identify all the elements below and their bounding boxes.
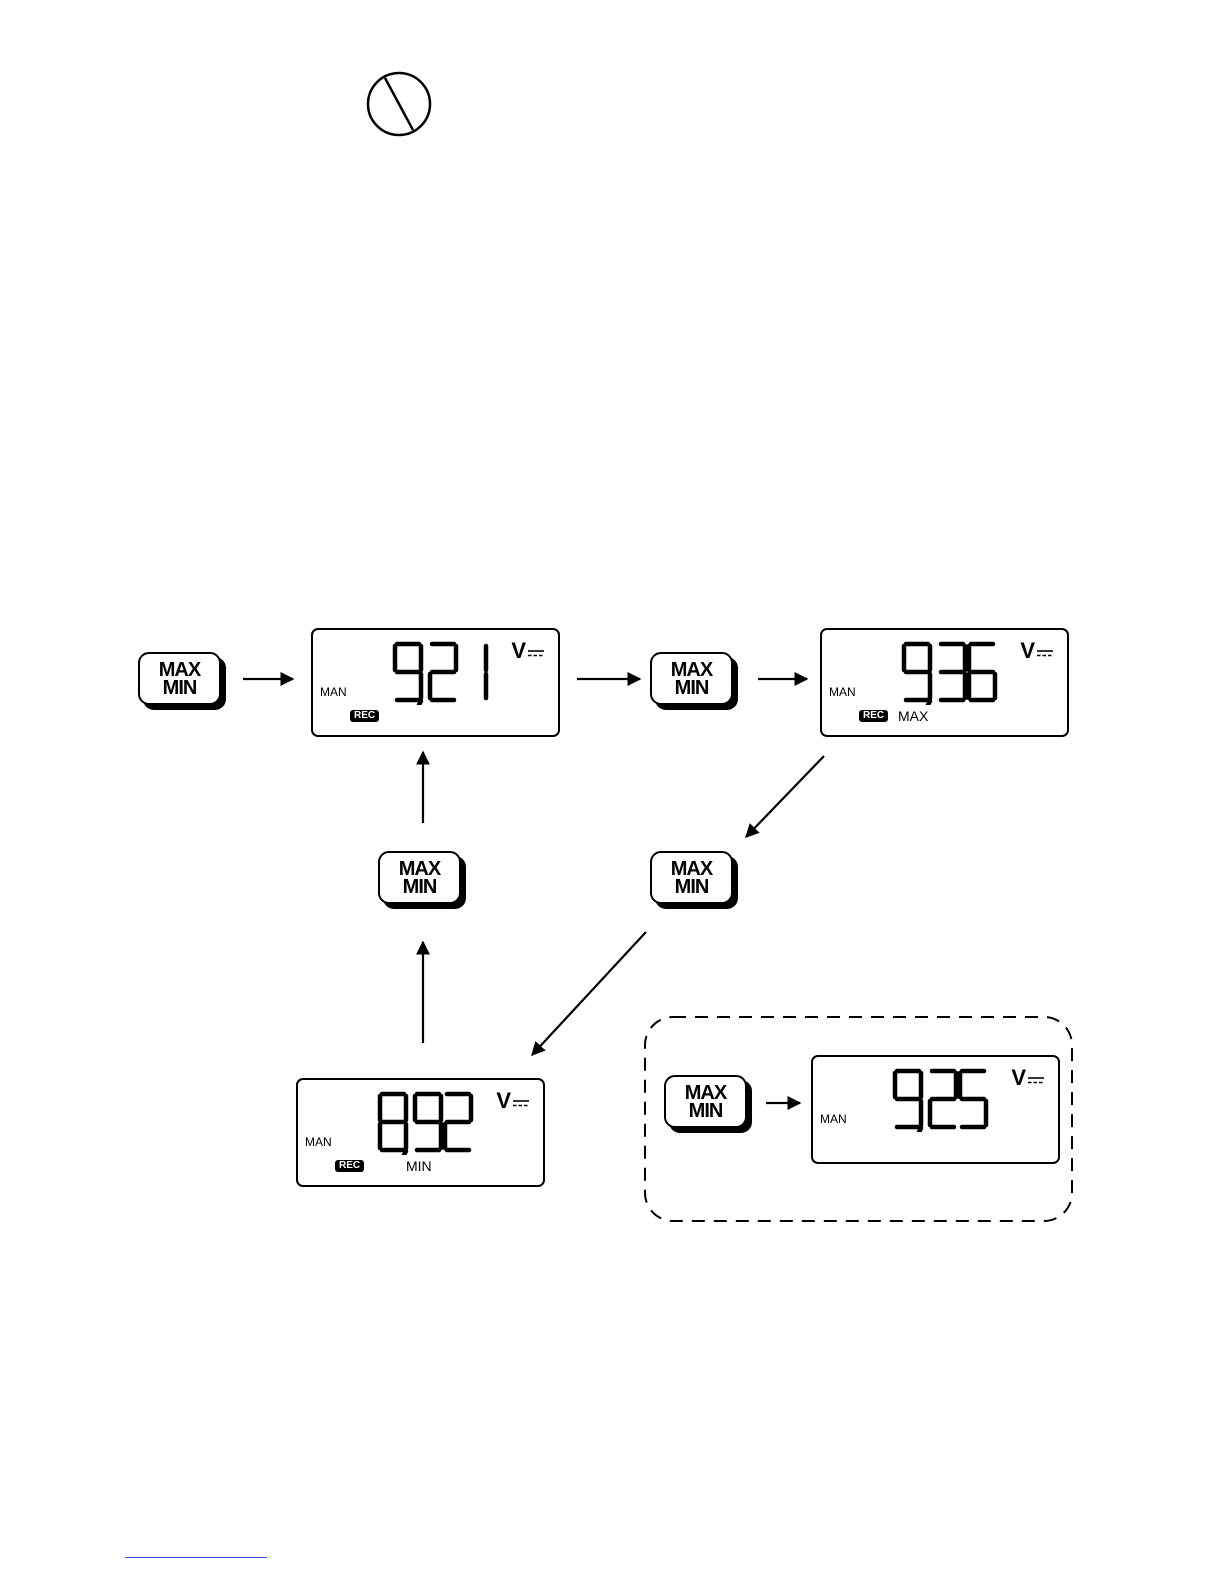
- unit-indicator: V: [496, 1090, 529, 1112]
- rec-badge: REC: [335, 1160, 364, 1172]
- decimal-comma: [418, 701, 421, 705]
- dc-symbol-icon: [1037, 650, 1053, 657]
- display-value: [391, 641, 511, 705]
- lcd-display-2: MAN V REC MAX: [820, 628, 1069, 737]
- mode-label: MAN: [829, 685, 856, 699]
- min-indicator: MIN: [406, 1158, 432, 1174]
- button-label-min: MIN: [675, 679, 709, 697]
- button-label-min: MIN: [163, 679, 197, 697]
- lcd-display-1: MAN V REC: [311, 628, 560, 737]
- dc-symbol-icon: [513, 1100, 529, 1107]
- max-indicator: MAX: [898, 708, 928, 724]
- lcd-display-4: MAN V: [811, 1055, 1060, 1164]
- decimal-comma: [927, 701, 930, 705]
- max-min-button[interactable]: MAX MIN: [650, 851, 740, 911]
- unit-indicator: V: [511, 640, 544, 662]
- max-min-button[interactable]: MAX MIN: [138, 652, 228, 712]
- display-value: [900, 641, 1020, 705]
- mode-label: MAN: [320, 685, 347, 699]
- button-label-min: MIN: [403, 878, 437, 896]
- button-label-max: MAX: [159, 661, 200, 679]
- decimal-comma: [918, 1128, 921, 1132]
- volt-unit: V: [1011, 1067, 1026, 1089]
- lcd-display-3: MAN V REC MIN: [296, 1078, 545, 1187]
- mode-label: MAN: [820, 1112, 847, 1126]
- arrow-btn3-to-display3: [532, 932, 646, 1055]
- rec-badge: REC: [350, 710, 379, 722]
- mode-label: MAN: [305, 1135, 332, 1149]
- arrow-display2-to-btn3: [746, 756, 824, 837]
- button-label-max: MAX: [671, 661, 712, 679]
- volt-unit: V: [1020, 640, 1035, 662]
- volt-unit: V: [511, 640, 526, 662]
- button-label-max: MAX: [399, 860, 440, 878]
- max-min-button[interactable]: MAX MIN: [378, 851, 468, 911]
- button-label-min: MIN: [675, 878, 709, 896]
- dc-symbol-icon: [1028, 1077, 1044, 1084]
- footer-divider: [125, 1557, 267, 1558]
- max-min-button[interactable]: MAX MIN: [650, 652, 740, 712]
- display-value: [376, 1091, 496, 1155]
- button-label-min: MIN: [689, 1102, 723, 1120]
- decimal-comma: [403, 1151, 406, 1155]
- display-value: [891, 1068, 1011, 1132]
- unit-indicator: V: [1011, 1067, 1044, 1089]
- button-label-max: MAX: [685, 1084, 726, 1102]
- max-min-button[interactable]: MAX MIN: [664, 1075, 754, 1135]
- button-label-max: MAX: [671, 860, 712, 878]
- rec-badge: REC: [859, 710, 888, 722]
- unit-indicator: V: [1020, 640, 1053, 662]
- volt-unit: V: [496, 1090, 511, 1112]
- dc-symbol-icon: [528, 650, 544, 657]
